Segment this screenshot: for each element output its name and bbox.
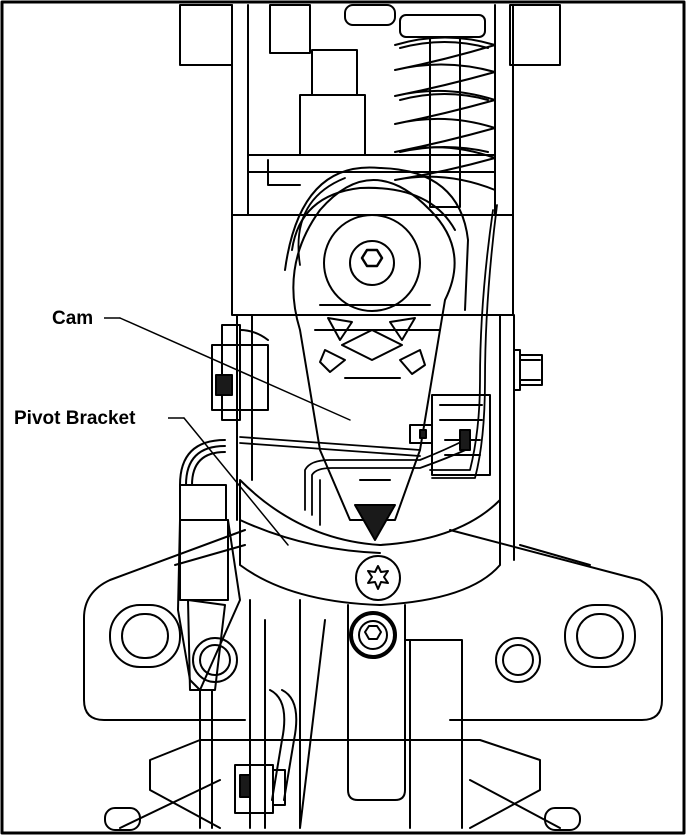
pivot-bracket-leader-line bbox=[183, 417, 289, 546]
cam-tip bbox=[354, 504, 396, 541]
cam-bolt-head bbox=[323, 214, 421, 312]
cam-label: Cam bbox=[52, 308, 93, 329]
top-left-bracket bbox=[179, 4, 311, 66]
torx-screw-head bbox=[355, 555, 401, 601]
center-column bbox=[249, 599, 463, 829]
top-right-bracket bbox=[509, 4, 561, 66]
upper-base-plate bbox=[83, 529, 663, 721]
cam-leader-line bbox=[119, 317, 351, 421]
left-linkage bbox=[177, 324, 269, 829]
lower-connector bbox=[234, 764, 286, 814]
cam bbox=[284, 166, 469, 541]
pivot-bracket-label: Pivot Bracket bbox=[14, 408, 136, 429]
control-wire bbox=[239, 177, 498, 526]
compression-spring bbox=[394, 14, 496, 208]
lower-bolt-icon bbox=[364, 625, 382, 640]
torx-screw-icon bbox=[367, 565, 389, 590]
side-rails bbox=[236, 314, 543, 561]
lower-bolt-head bbox=[349, 611, 397, 659]
cam-bolt-icon bbox=[360, 248, 384, 268]
sensor-clip bbox=[409, 394, 491, 476]
lower-base-plate bbox=[104, 739, 581, 831]
pivot-bracket bbox=[239, 479, 501, 606]
main-frame bbox=[231, 4, 514, 316]
